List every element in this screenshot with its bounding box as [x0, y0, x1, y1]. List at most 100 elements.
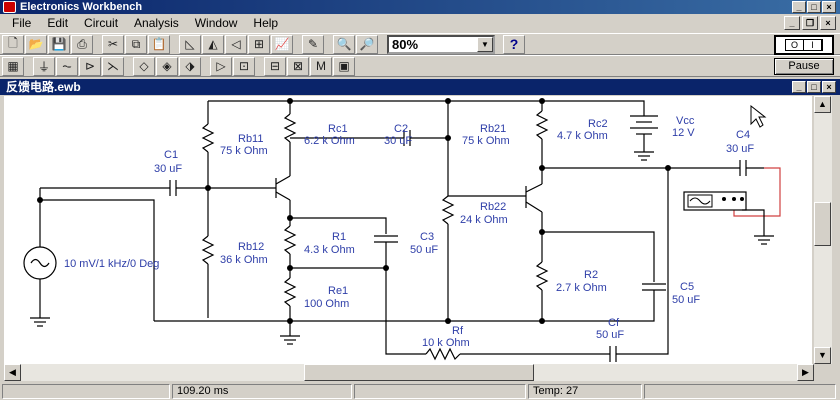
junction-node [445, 98, 451, 104]
c2-label: C2 [394, 123, 408, 135]
menu-circuit[interactable]: Circuit [84, 16, 119, 30]
close-button[interactable]: × [822, 1, 836, 13]
save-icon[interactable]: 💾 [48, 34, 70, 54]
menu-analysis[interactable]: Analysis [134, 16, 179, 30]
graph-icon[interactable]: 📈 [271, 34, 293, 54]
r2-label: R2 [584, 269, 598, 281]
junction-node [37, 197, 43, 203]
status-time: 109.20 ms [172, 384, 352, 399]
maximize-button[interactable]: □ [807, 1, 821, 13]
menu-help[interactable]: Help [253, 16, 279, 30]
wire [542, 231, 655, 282]
zoom-in-icon[interactable]: 🔎 [356, 34, 378, 54]
rc2-resistor[interactable] [535, 110, 549, 140]
rb12-value: 36 k Ohm [220, 254, 268, 266]
c1-value: 30 uF [154, 163, 182, 175]
copy-icon[interactable]: ⧉ [125, 34, 147, 54]
new-file-icon[interactable]: 🗋 [2, 34, 24, 54]
vcc-rail-wire [208, 100, 645, 116]
c3-label: C3 [420, 231, 434, 243]
doc-close-button[interactable]: × [820, 16, 836, 30]
miscellaneous-bin-icon[interactable]: M [310, 56, 332, 76]
c4-value: 30 uF [726, 143, 754, 155]
controls-bin-icon[interactable]: ⊠ [287, 56, 309, 76]
rotate-icon[interactable]: ◺ [179, 34, 201, 54]
cf-label: Cf [608, 317, 620, 329]
logic-gates-bin-icon[interactable]: ▷ [210, 56, 232, 76]
chevron-down-icon[interactable]: ▼ [477, 36, 493, 52]
digital-ic-bin-icon[interactable]: ⬗ [179, 56, 201, 76]
zoom-out-icon[interactable]: 🔍 [333, 34, 355, 54]
mixed-ic-bin-icon[interactable]: ◈ [156, 56, 178, 76]
doc-win-close-button[interactable]: × [822, 81, 836, 93]
app-title: Electronics Workbench [20, 1, 143, 13]
c1-label: C1 [164, 149, 178, 161]
flip-horizontal-icon[interactable]: ◭ [202, 34, 224, 54]
r1-resistor[interactable] [283, 225, 297, 255]
vertical-scroll-thumb[interactable] [814, 202, 831, 246]
horizontal-scrollbar[interactable]: ◀ ▶ [4, 364, 814, 381]
doc-minimize-button[interactable]: _ [784, 16, 800, 30]
rf-resistor[interactable] [425, 347, 461, 361]
r1-value: 4.3 k Ohm [304, 244, 355, 256]
r2-resistor[interactable] [535, 261, 549, 291]
power-switch[interactable]: O I [774, 35, 834, 55]
rb21-label: Rb21 [480, 123, 506, 135]
scroll-left-icon[interactable]: ◀ [4, 364, 21, 381]
minimize-button[interactable]: _ [792, 1, 806, 13]
rc2-label: Rc2 [588, 118, 608, 130]
rb11-label: Rb11 [238, 133, 263, 145]
c2-value: 30 uF [384, 135, 412, 147]
circuit-schematic: C1 30 uF Rb11 75 k Ohm Rc1 6.2 k Ohm C2 … [23, 98, 781, 362]
horizontal-scroll-thumb[interactable] [304, 364, 534, 381]
doc-win-maximize-button[interactable]: □ [807, 81, 821, 93]
transistors-bin-icon[interactable]: ⋋ [102, 56, 124, 76]
vcc-label: Vcc [676, 115, 695, 127]
doc-win-minimize-button[interactable]: _ [792, 81, 806, 93]
circuit-canvas[interactable]: C1 30 uF Rb11 75 k Ohm Rc1 6.2 k Ohm C2 … [4, 96, 812, 364]
component-properties-icon[interactable]: ✎ [302, 34, 324, 54]
subcircuit-icon[interactable]: ⊞ [248, 34, 270, 54]
menu-edit[interactable]: Edit [47, 16, 69, 30]
junction-node [287, 318, 293, 324]
main-toolbar: 🗋 📂 💾 ⎙ ✂ ⧉ 📋 ◺ ◭ ◁ ⊞ 📈 ✎ 🔍 🔎 80% ▼ ? [0, 33, 840, 55]
re1-resistor[interactable] [283, 277, 297, 307]
rb12-resistor[interactable] [201, 235, 215, 265]
cut-icon[interactable]: ✂ [102, 34, 124, 54]
rc1-resistor[interactable] [283, 113, 297, 143]
parts-toolbar: ▦ ⏚ ⏦ ⊳ ⋋ ◇ ◈ ⬗ ▷ ⊡ ⊟ ⊠ M ▣ [0, 55, 840, 77]
menu-window[interactable]: Window [194, 16, 238, 30]
sources-bin-icon[interactable]: ⏚ [33, 56, 55, 76]
zoom-select[interactable]: 80% ▼ [387, 34, 495, 54]
menu-file[interactable]: File [12, 16, 32, 30]
status-extra [644, 384, 836, 399]
wire [542, 290, 655, 322]
scroll-up-icon[interactable]: ▲ [814, 96, 831, 113]
help-icon[interactable]: ? [503, 34, 525, 54]
digital-bin-icon[interactable]: ⊡ [233, 56, 255, 76]
analog-ic-bin-icon[interactable]: ◇ [133, 56, 155, 76]
pause-button[interactable]: Pause [774, 58, 834, 75]
terminal-icon [732, 197, 736, 201]
status-bar: 109.20 ms Temp: 27 [0, 383, 840, 400]
scroll-right-icon[interactable]: ▶ [797, 364, 814, 381]
open-folder-icon[interactable]: 📂 [25, 34, 47, 54]
vertical-scrollbar[interactable]: ▲ ▼ [814, 96, 832, 364]
print-icon[interactable]: ⎙ [71, 34, 93, 54]
instruments-bin-icon[interactable]: ▣ [333, 56, 355, 76]
diodes-bin-icon[interactable]: ⊳ [79, 56, 101, 76]
basic-bin-icon[interactable]: ⏦ [56, 56, 78, 76]
mouse-cursor-icon [750, 104, 767, 128]
power-on-label: I [804, 40, 822, 50]
favorites-bin-icon[interactable]: ▦ [2, 56, 24, 76]
rb22-resistor[interactable] [441, 195, 455, 225]
paste-icon[interactable]: 📋 [148, 34, 170, 54]
rc1-value: 6.2 k Ohm [304, 135, 355, 147]
scroll-down-icon[interactable]: ▼ [814, 347, 831, 364]
doc-restore-button[interactable]: ❐ [802, 16, 818, 30]
junction-node [445, 135, 451, 141]
app-icon [3, 1, 16, 13]
flip-vertical-icon[interactable]: ◁ [225, 34, 247, 54]
rb11-resistor[interactable] [201, 123, 215, 153]
indicators-bin-icon[interactable]: ⊟ [264, 56, 286, 76]
